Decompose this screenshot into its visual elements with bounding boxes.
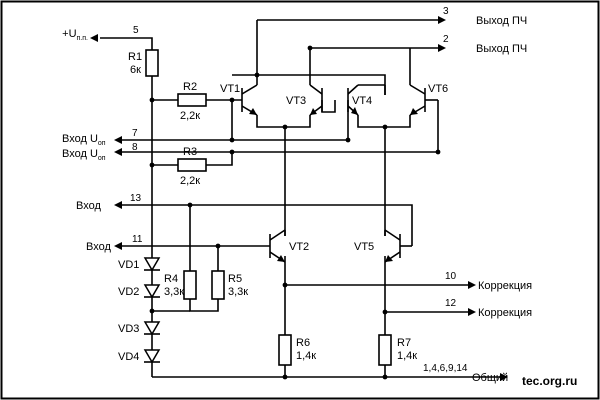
- output-2-label: Выход ПЧ: [476, 43, 527, 55]
- diode-vd3: [143, 321, 161, 336]
- pin-10-label: 10: [445, 271, 457, 282]
- pin-12-label: 12: [445, 298, 457, 309]
- diode-vd2: [143, 284, 161, 299]
- vt1-label: VT1: [220, 83, 240, 95]
- input-13-label: Вход: [76, 200, 101, 212]
- common-pins-label: 1,4,6,9,14: [423, 363, 468, 374]
- junctions: [149, 45, 441, 380]
- transistor-vt4: [347, 84, 386, 116]
- supply-label: +Uп.п.: [62, 28, 88, 42]
- common-arrow-icon: [500, 373, 508, 381]
- resistor-r3: [177, 158, 207, 172]
- watermark-text: tec.org.ru: [522, 374, 577, 388]
- r6-name: R6: [296, 337, 310, 349]
- transistor-vt5: [384, 229, 412, 263]
- pin-3-label: 3: [443, 6, 449, 17]
- vd2-label: VD2: [118, 286, 139, 298]
- resistor-r4: [183, 270, 197, 300]
- resistor-r6: [278, 334, 292, 366]
- r7-name: R7: [397, 337, 411, 349]
- out2-arrow-icon: [438, 44, 446, 52]
- pin-13-label: 13: [130, 193, 142, 204]
- resistor-r5: [211, 270, 225, 300]
- r6-value: 1,4к: [296, 350, 316, 362]
- transistor-vt3: [309, 84, 323, 116]
- r2-value: 2,2к: [180, 110, 200, 122]
- vin2-label: Вход Uоп: [62, 148, 106, 162]
- diode-vd4: [143, 349, 161, 364]
- vd3-label: VD3: [118, 323, 139, 335]
- r2-name: R2: [183, 81, 197, 93]
- resistor-r2: [177, 93, 207, 107]
- r3-value: 2,2к: [180, 175, 200, 187]
- vt3-label: VT3: [286, 95, 306, 107]
- correction-12-label: Коррекция: [478, 307, 532, 319]
- pin-5-label: 5: [133, 25, 139, 36]
- vt6-label: VT6: [428, 83, 448, 95]
- r5-name: R5: [228, 273, 242, 285]
- vd1-label: VD1: [118, 259, 139, 271]
- r4-value: 3,3к: [164, 286, 184, 298]
- r1-name: R1: [128, 51, 142, 63]
- supply-arrow-icon: [90, 34, 98, 42]
- r4-name: R4: [164, 273, 178, 285]
- vin1-arrow-icon: [114, 136, 122, 144]
- c10-arrow-icon: [468, 281, 476, 289]
- pin-7-label: 7: [132, 128, 138, 139]
- vin1-label: Вход Uоп: [62, 133, 106, 147]
- resistor-r1: [145, 49, 159, 77]
- r3-name: R3: [183, 146, 197, 158]
- r7-value: 1,4к: [397, 350, 417, 362]
- output-1-label: Выход ПЧ: [476, 15, 527, 27]
- pin-8-label: 8: [132, 142, 138, 153]
- common-label: Общий: [472, 372, 508, 384]
- input-11-label: Вход: [86, 241, 111, 253]
- out1-arrow-icon: [438, 16, 446, 24]
- vt4-label: VT4: [352, 95, 372, 107]
- c12-arrow-icon: [468, 308, 476, 316]
- transistor-vt2: [269, 229, 286, 263]
- resistor-r7: [378, 334, 392, 366]
- correction-10-label: Коррекция: [478, 280, 532, 292]
- in11-arrow-icon: [114, 242, 122, 250]
- pin-2-label: 2: [443, 34, 449, 45]
- wires: [100, 19, 500, 378]
- vt5-label: VT5: [354, 241, 374, 253]
- terminal-arrows: [90, 16, 508, 381]
- r1-value: 6к: [130, 64, 141, 76]
- r5-value: 3,3к: [228, 286, 248, 298]
- in13-arrow-icon: [114, 201, 122, 209]
- diode-vd1: [143, 257, 161, 272]
- transistor-vt1: [241, 84, 258, 116]
- vd4-label: VD4: [118, 351, 139, 363]
- vin2-arrow-icon: [114, 148, 122, 156]
- vt2-label: VT2: [289, 241, 309, 253]
- transistor-vt6: [409, 84, 438, 116]
- pin-11-label: 11: [132, 234, 143, 245]
